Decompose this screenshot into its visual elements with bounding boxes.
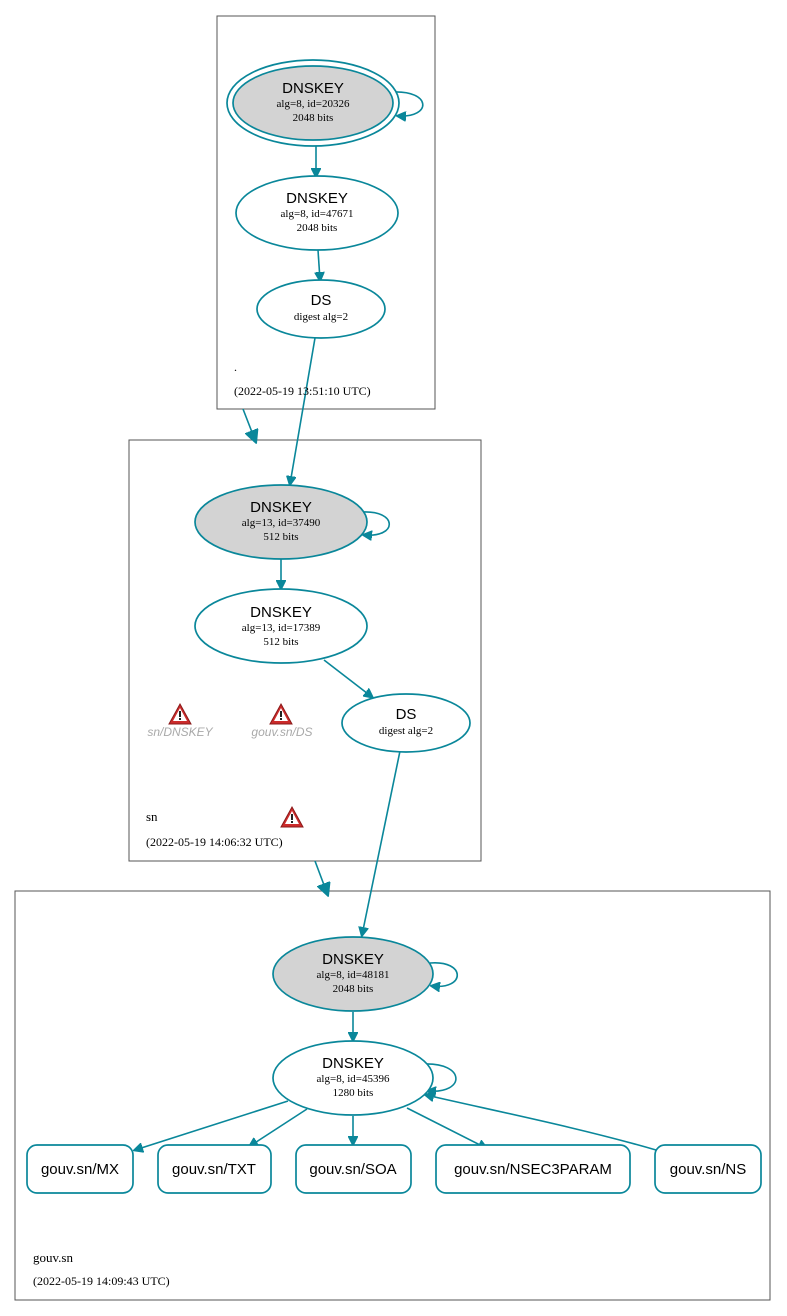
edge-ns-gouv-zsk: [426, 1095, 657, 1151]
zone-timestamp-gouv: (2022-05-19 14:09:43 UTC): [33, 1274, 170, 1288]
rrset-nsec3param[interactable]: gouv.sn/NSEC3PARAM: [435, 1144, 631, 1194]
edge-gouv-zsk-self: [422, 1063, 457, 1091]
node-title: DS: [311, 292, 332, 309]
node-root-ds-shape: [256, 279, 386, 339]
node-detail: alg=8, id=48181: [317, 969, 390, 981]
node-detail: alg=13, id=37490: [242, 517, 321, 529]
node-title: DNSKEY: [322, 1055, 384, 1072]
node-root-ksk[interactable]: DNSKEY alg=8, id=20326 2048 bits: [226, 59, 400, 147]
rrset-label: gouv.sn/TXT: [172, 1161, 256, 1178]
node-gouv-ksk[interactable]: DNSKEY alg=8, id=48181 2048 bits: [272, 936, 434, 1012]
edge-root-zsk-ds: [318, 249, 320, 280]
warning-label: sn/DNSKEY: [147, 725, 213, 739]
warning-sn-dnskey[interactable]: sn/DNSKEY: [147, 702, 214, 739]
rrset-box: [157, 1144, 272, 1194]
node-detail: digest alg=2: [294, 311, 348, 323]
edge-sn-zsk-ds: [323, 659, 372, 697]
rrset-txt[interactable]: gouv.sn/TXT: [157, 1144, 272, 1194]
node-detail: 2048 bits: [293, 112, 334, 124]
edge-delegation-sn-gouv: [314, 860, 327, 893]
zone-timestamp-root: (2022-05-19 13:51:10 UTC): [234, 384, 371, 398]
node-gouv-zsk-shape: [272, 1040, 434, 1116]
node-title: DNSKEY: [286, 190, 348, 207]
warning-gouv-ds[interactable]: gouv.sn/DS: [251, 702, 313, 739]
rrset-ns[interactable]: gouv.sn/NS: [654, 1144, 762, 1194]
node-detail: 512 bits: [263, 636, 298, 648]
node-sn-ksk[interactable]: DNSKEY alg=13, id=37490 512 bits: [194, 484, 368, 560]
node-sn-ds[interactable]: DS digest alg=2: [341, 693, 471, 753]
node-title: DNSKEY: [282, 80, 344, 97]
node-detail: 2048 bits: [297, 222, 338, 234]
node-gouv-zsk[interactable]: DNSKEY alg=8, id=45396 1280 bits: [272, 1040, 434, 1116]
rrset-box: [295, 1144, 412, 1194]
node-gouv-ksk-shape: [272, 936, 434, 1012]
rrset-box: [654, 1144, 762, 1194]
node-root-ds[interactable]: DS digest alg=2: [256, 279, 386, 339]
zone-name-sn: sn: [146, 809, 158, 824]
zone-timestamp-sn: (2022-05-19 14:06:32 UTC): [146, 835, 283, 849]
warning-icon: [168, 702, 192, 725]
node-sn-zsk-shape: [194, 588, 368, 664]
edge-root-ds-sn-ksk: [290, 337, 316, 484]
node-title: DNSKEY: [250, 499, 312, 516]
edge-gouv-zsk-txt: [250, 1108, 308, 1146]
node-root-zsk-shape: [235, 175, 399, 251]
node-detail: alg=8, id=20326: [277, 98, 350, 110]
node-detail: digest alg=2: [379, 725, 433, 737]
warning-label: gouv.sn/DS: [251, 725, 312, 739]
rrset-label: gouv.sn/NS: [670, 1161, 746, 1178]
node-detail: 1280 bits: [333, 1087, 374, 1099]
node-title: DNSKEY: [322, 951, 384, 968]
node-sn-zsk[interactable]: DNSKEY alg=13, id=17389 512 bits: [194, 588, 368, 664]
node-detail: 2048 bits: [333, 983, 374, 995]
edge-root-ksk-self: [391, 91, 424, 116]
node-sn-ksk-shape: [194, 484, 368, 560]
warning-icon: [280, 805, 304, 828]
node-detail: alg=13, id=17389: [242, 622, 321, 634]
edge-delegation-root-sn: [242, 408, 255, 440]
rrset-label: gouv.sn/NSEC3PARAM: [454, 1161, 612, 1178]
rrset-label: gouv.sn/MX: [41, 1161, 119, 1178]
warning-sn-zone[interactable]: [280, 805, 304, 828]
rrset-label: gouv.sn/SOA: [309, 1161, 396, 1178]
edge-gouv-zsk-mx: [135, 1100, 289, 1150]
rrset-mx[interactable]: gouv.sn/MX: [26, 1144, 134, 1194]
rrset-soa[interactable]: gouv.sn/SOA: [295, 1144, 412, 1194]
zone-name-gouv: gouv.sn: [33, 1250, 73, 1265]
warning-icon: [269, 702, 293, 725]
node-root-ksk-shape: [232, 65, 394, 141]
edge-sn-ksk-self: [362, 511, 391, 535]
node-detail: alg=8, id=47671: [281, 208, 354, 220]
rrset-box: [435, 1144, 631, 1194]
edge-sn-ds-gouv-ksk: [362, 750, 401, 935]
node-detail: alg=8, id=45396: [317, 1073, 390, 1085]
node-detail: 512 bits: [263, 531, 298, 543]
edge-gouv-ksk-self: [430, 962, 458, 987]
rrset-box: [26, 1144, 134, 1194]
node-title: DNSKEY: [250, 604, 312, 621]
node-title: DS: [396, 706, 417, 723]
node-sn-ds-shape: [341, 693, 471, 753]
edge-gouv-zsk-nsec3param: [406, 1107, 486, 1148]
zone-name-root: .: [234, 360, 237, 374]
node-root-zsk[interactable]: DNSKEY alg=8, id=47671 2048 bits: [235, 175, 399, 251]
